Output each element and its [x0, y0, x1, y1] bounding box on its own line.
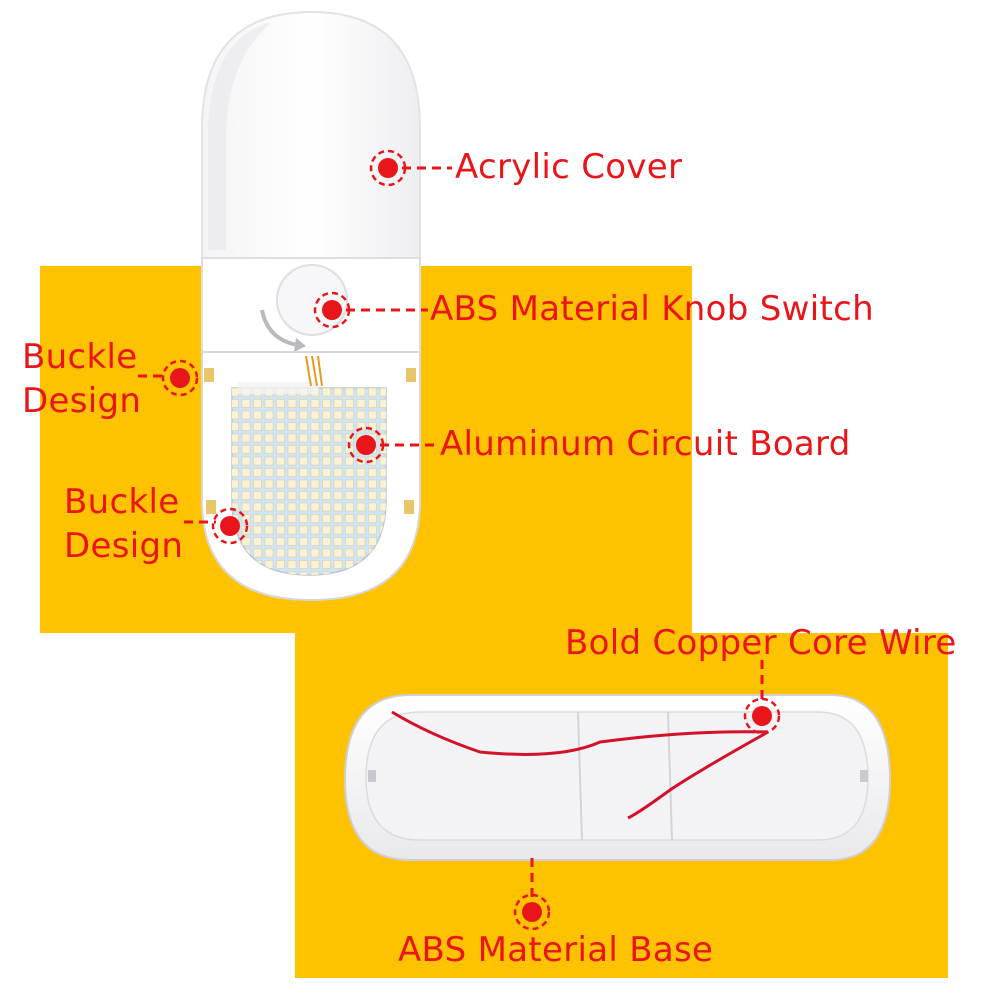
label-circuit-board: Aluminum Circuit Board	[440, 424, 851, 464]
acrylic-cover	[201, 10, 421, 263]
knob	[276, 264, 348, 336]
label-copper-wire: Bold Copper Core Wire	[565, 623, 957, 663]
rotate-arrow-icon	[260, 309, 299, 347]
abs-base	[343, 694, 892, 861]
leader-lines	[138, 166, 764, 898]
label-buckle-bottom-line1: Buckle	[64, 482, 180, 522]
label-buckle-top-line1: Buckle	[22, 337, 138, 377]
lamp-fixture	[201, 10, 421, 602]
label-knob-switch: ABS Material Knob Switch	[430, 289, 874, 329]
red-target-dot-icon	[161, 149, 781, 931]
label-buckle-top-line2: Design	[22, 381, 142, 422]
label-acrylic-cover: Acrylic Cover	[455, 147, 683, 187]
label-buckle-top: Buckle Design	[22, 335, 141, 423]
copper-wire	[391, 710, 769, 820]
label-buckle-bottom: Buckle Design	[64, 480, 183, 568]
label-base: ABS Material Base	[398, 930, 714, 970]
lamp-wires	[305, 355, 323, 387]
label-buckle-bottom-line2: Design	[64, 526, 184, 567]
cover-shadow	[208, 22, 272, 250]
